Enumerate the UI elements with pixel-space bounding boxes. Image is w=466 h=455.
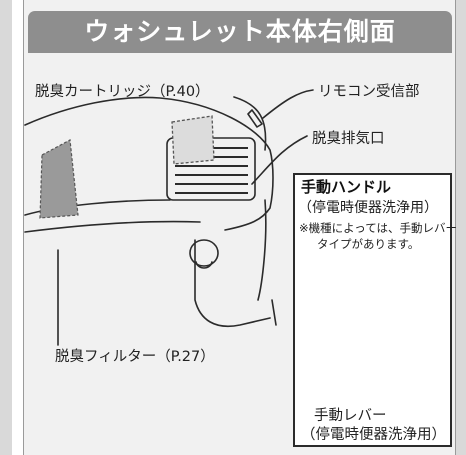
manual-handle-inset (293, 173, 452, 447)
inset-note-line2: タイプがあります。 (317, 237, 420, 251)
deodorizer-cartridge-outline (171, 115, 215, 165)
body-lower-curve (194, 239, 271, 327)
body-foot-line (271, 299, 277, 326)
deodorizer-filter-label: 脱臭フィルター（P.27） (55, 349, 215, 365)
leader-cartridge (233, 96, 267, 151)
page-edge-right (455, 0, 466, 455)
manual-lever-sublabel: （停電時便器洗浄用） (301, 427, 446, 443)
inset-title: 手動ハンドル (301, 178, 392, 196)
body-side-line (257, 199, 267, 301)
title-bar (28, 11, 452, 53)
page-title: ウォシュレット本体右側面 (84, 17, 396, 46)
deodorizer-filter-shape (39, 139, 79, 219)
leader-remote (262, 89, 314, 119)
seat-lower-line (24, 220, 201, 233)
remote-receiver-label: リモコン受信部 (318, 84, 420, 100)
body-outline-top (24, 96, 274, 231)
seat-base-line (24, 199, 171, 216)
manual-handle-knob (189, 239, 219, 267)
leader-exhaust (251, 135, 308, 185)
inset-note-line1: ※機種によっては、手動レバー (299, 221, 457, 235)
deodorizer-cartridge-label: 脱臭カートリッジ（P.40） (35, 84, 210, 100)
manual-lever-label: 手動レバー (314, 408, 387, 424)
page-edge-left (0, 0, 12, 455)
remote-receiver-window (247, 109, 263, 128)
inset-subtitle: （停電時便器洗浄用） (298, 200, 438, 216)
deodorizer-exhaust-label: 脱臭排気口 (312, 131, 385, 147)
